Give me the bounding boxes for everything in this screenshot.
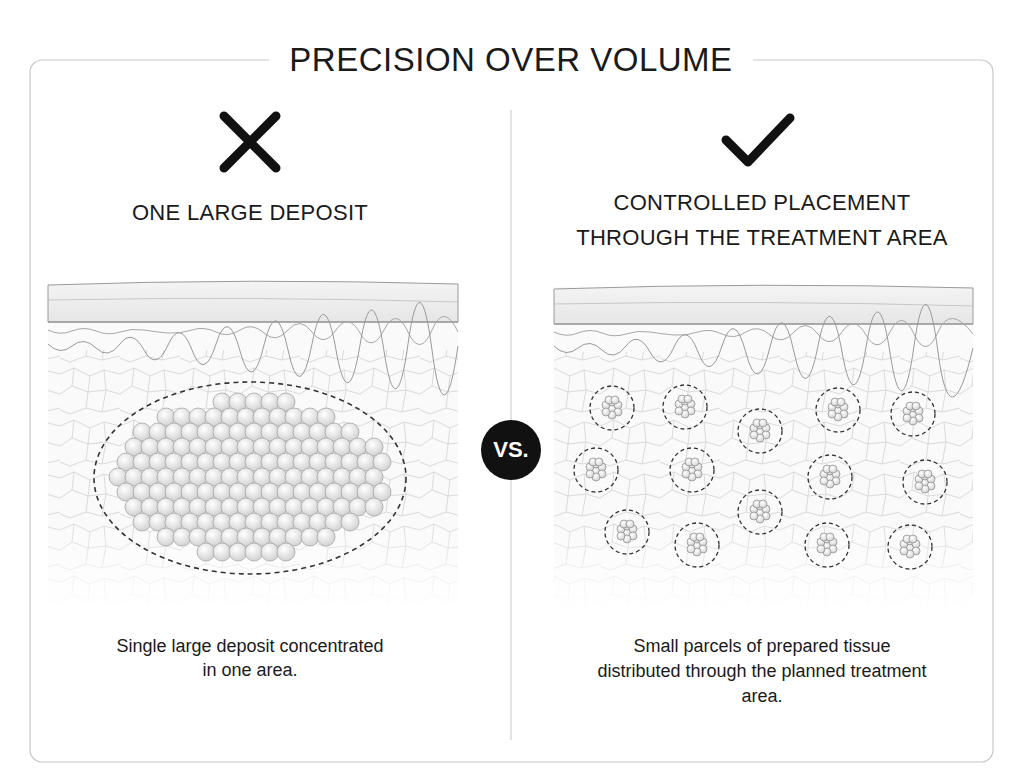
title: PRECISION OVER VOLUME: [269, 40, 752, 80]
cross-icon: [224, 116, 276, 168]
panel-caption: Single large deposit concentrated in one…: [115, 634, 385, 682]
check-icon: [726, 118, 790, 162]
tissue-right: [554, 285, 973, 610]
panel-heading: CONTROLLED PLACEMENT THROUGH THE TREATME…: [557, 185, 967, 255]
vs-text: VS.: [493, 437, 528, 463]
tissue-left: [48, 281, 458, 610]
vs-circle: VS.: [481, 420, 541, 480]
frame: [30, 60, 993, 762]
panel-heading: ONE LARGE DEPOSIT: [50, 200, 450, 226]
panel-caption: Small parcels of prepared tissue distrib…: [597, 634, 927, 709]
